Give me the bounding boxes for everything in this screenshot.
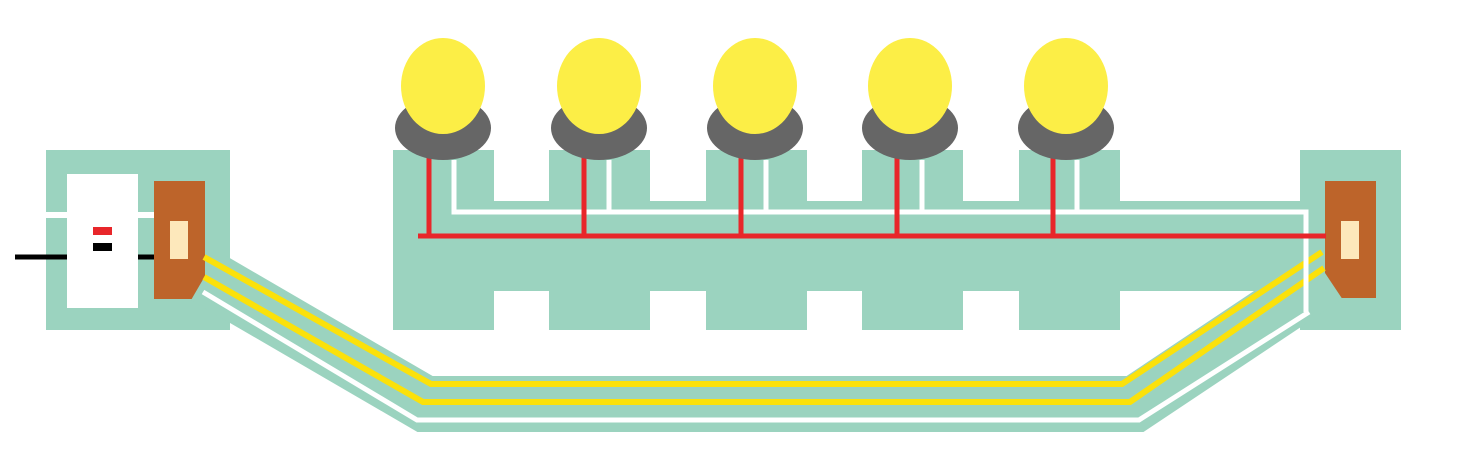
ribbon-cable [190,249,1343,432]
negative-terminal-mark [93,243,112,251]
battery-icon [67,174,138,308]
ribbon-wire-white-outer [201,289,1311,423]
light-bulb-icon [862,38,958,160]
power-trace-red [418,150,1326,239]
light-bulb-icon [707,38,803,160]
bulb-glass [868,38,952,134]
light-bulb-icon [395,38,491,160]
ribbon-wire-yellow-upper [202,249,1324,387]
ribbon-wire-yellow-lower [202,265,1326,405]
strip-main-band [393,201,1313,291]
battery-module-left [15,150,230,330]
led-strip-board [393,150,1313,330]
bulb-glass [401,38,485,134]
strip-bottom-tab [393,290,494,330]
light-bulb-icon [1018,38,1114,160]
bulb-glass [1024,38,1108,134]
battery-lead-stripe [46,212,156,218]
strip-bottom-tab [706,290,807,330]
strip-bottom-tab [862,290,963,330]
light-bulb-icon [551,38,647,160]
bulb-glass [713,38,797,134]
strip-bottom-tab [1019,290,1120,330]
positive-terminal-mark [93,227,112,235]
strip-bottom-tab [549,290,650,330]
return-trace-white-drops [606,160,1080,212]
connector-pin-left [170,221,188,259]
light-bulbs [395,38,1114,160]
connector-pin-right [1341,221,1359,259]
strip-bottom-tabs [393,290,1120,330]
return-trace-white [451,160,1309,312]
strip-top-tabs [393,150,1120,202]
bulb-glass [557,38,641,134]
